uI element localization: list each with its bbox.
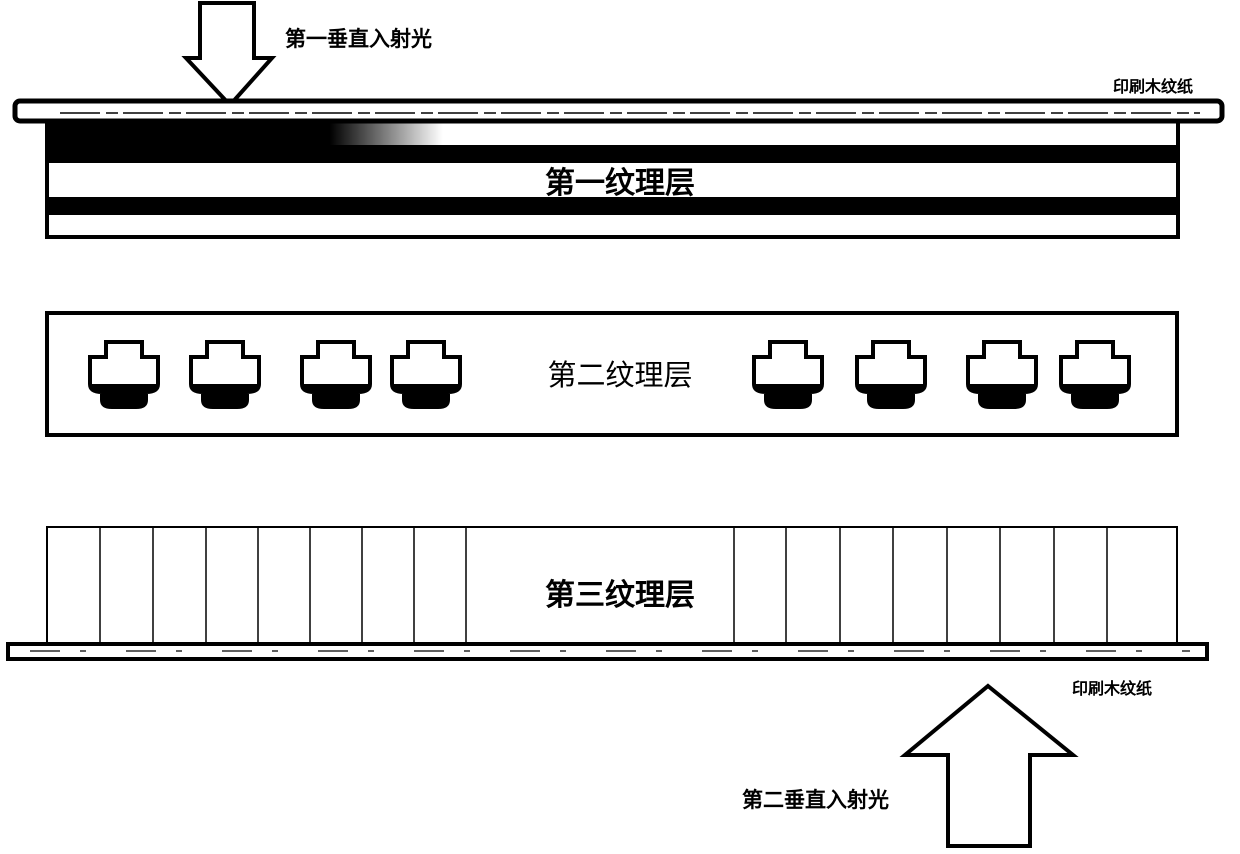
third-texture-layer: 第三纹理层 xyxy=(46,526,1178,646)
first-texture-layer: 第一纹理层 xyxy=(45,110,1180,239)
first-light-arrow-icon xyxy=(181,1,277,108)
texture-cell-icon xyxy=(966,340,1038,409)
texture-cell-icon xyxy=(88,340,160,409)
texture-cell-icon xyxy=(1059,340,1131,409)
first-light-label: 第一垂直入射光 xyxy=(285,27,432,51)
texture-cell-icon xyxy=(300,340,372,409)
second-texture-layer: 第二纹理层 xyxy=(45,311,1179,437)
layer1-label: 第一纹理层 xyxy=(545,166,695,201)
bottom-paper-label: 印刷木纹纸 xyxy=(1072,679,1152,698)
texture-cell-icon xyxy=(189,340,261,409)
texture-cell-icon xyxy=(752,340,824,409)
layer3-label: 第三纹理层 xyxy=(545,578,695,613)
layer2-label: 第二纹理层 xyxy=(547,358,692,392)
second-light-label: 第二垂直入射光 xyxy=(742,788,889,812)
second-light-arrow-icon xyxy=(899,683,1079,848)
texture-cell-icon xyxy=(390,340,462,409)
top-paper-label: 印刷木纹纸 xyxy=(1113,77,1193,96)
texture-cell-icon xyxy=(855,340,927,409)
top-wood-grain-paper xyxy=(12,98,1225,124)
